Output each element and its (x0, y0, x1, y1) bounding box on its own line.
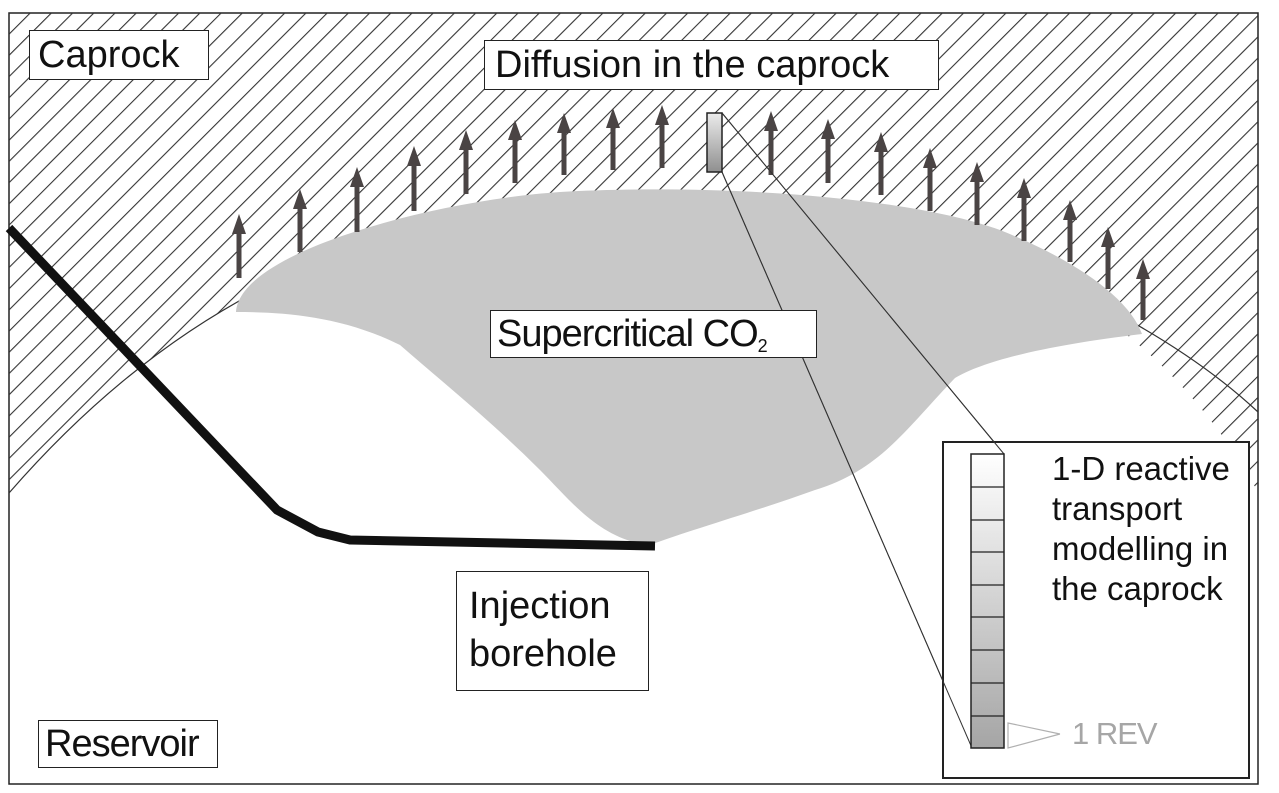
model-description: 1-D reactive transport modelling in the … (1052, 450, 1230, 607)
diffusion-arrow (923, 148, 937, 211)
injection-borehole (5, 224, 656, 551)
caprock-label: Caprock (29, 30, 209, 80)
diffusion-arrow (764, 111, 778, 175)
diffusion-arrow (970, 162, 984, 225)
diffusion-arrow (557, 113, 571, 175)
co2-label-main: Supercritical CO (497, 313, 759, 355)
diffusion-arrow (459, 130, 473, 194)
reservoir-label: Reservoir (38, 720, 218, 768)
injection-borehole-label: Injection borehole (456, 571, 649, 691)
rev-label: 1 REV (1072, 716, 1158, 751)
rev-cell (706, 112, 723, 173)
diffusion-arrow (655, 105, 669, 168)
supercritical-co2-label: Supercritical CO2 (490, 310, 817, 358)
diffusion-arrow (821, 119, 835, 183)
diffusion-label: Diffusion in the caprock (484, 40, 939, 90)
diffusion-arrow (1136, 259, 1150, 320)
diffusion-arrow (407, 146, 421, 211)
diffusion-arrow (508, 120, 522, 183)
diffusion-arrow (293, 189, 307, 252)
co2-label-subscript: 2 (757, 336, 768, 356)
diffusion-arrow (874, 132, 888, 195)
diffusion-arrow (350, 167, 364, 232)
diffusion-arrows (232, 105, 1150, 320)
diffusion-arrow (606, 108, 620, 170)
diffusion-arrow (1017, 178, 1031, 241)
diffusion-arrow (1101, 227, 1115, 289)
diffusion-arrow (232, 214, 246, 278)
caprock-region (9, 13, 1258, 493)
diffusion-arrow (1063, 200, 1077, 262)
co2-plume (236, 189, 1142, 545)
